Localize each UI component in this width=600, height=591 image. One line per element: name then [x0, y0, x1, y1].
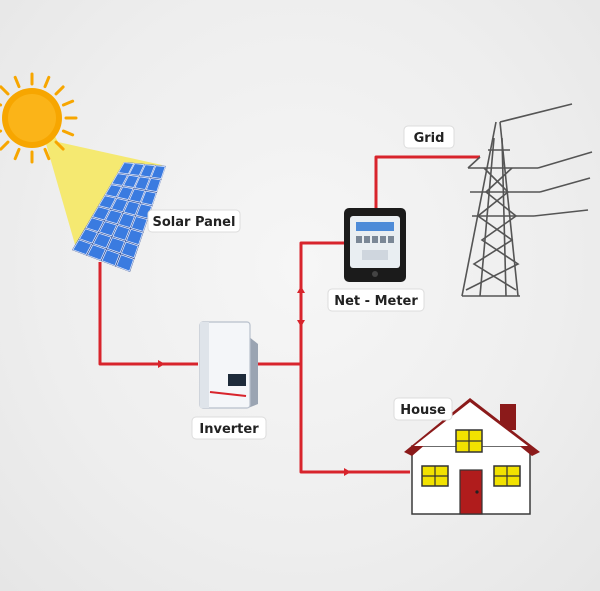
sun-icon — [0, 72, 78, 164]
wire-meter-to-grid — [374, 155, 480, 210]
solar-cell — [150, 165, 166, 179]
wires — [98, 155, 480, 474]
arrow-to-inverter — [158, 360, 165, 368]
solar-cell — [104, 184, 123, 198]
grid-label: Grid — [414, 131, 445, 146]
label-house: House — [393, 397, 453, 421]
solar-cell — [115, 254, 135, 272]
inverter-icon — [199, 321, 258, 409]
solar-cell — [112, 224, 131, 241]
net-meter-icon — [344, 208, 406, 282]
solar-cell — [117, 212, 136, 229]
solar-cell — [117, 162, 135, 175]
solar-cell — [98, 221, 118, 237]
house-label: House — [400, 403, 446, 418]
solar-panel-icon — [72, 162, 166, 272]
flow-arrows — [158, 286, 351, 476]
arrow-to-meter — [297, 286, 305, 293]
solar-cell — [123, 200, 141, 216]
net-meter-label: Net - Meter — [334, 294, 418, 309]
solar-cell — [91, 206, 111, 221]
solar-cell — [92, 232, 112, 249]
solar-cell — [78, 228, 99, 244]
solar-cell — [145, 177, 162, 193]
solar-cell — [130, 216, 148, 232]
solar-cell — [111, 173, 129, 186]
solar-cell — [104, 209, 123, 225]
solar-cell — [120, 241, 139, 259]
solar-cell — [101, 249, 121, 267]
wire-junction-to-house — [299, 364, 410, 474]
solar-cell — [98, 195, 117, 209]
solar-cell — [139, 164, 156, 178]
label-grid: Grid — [403, 125, 455, 149]
solar-cell — [106, 237, 126, 254]
solar-cell — [85, 217, 105, 233]
solar-cell — [125, 228, 144, 246]
wire-panel-to-inverter — [98, 262, 198, 366]
solar-cell — [116, 186, 134, 201]
transmission-tower-icon — [461, 103, 593, 297]
solar-cell — [72, 239, 93, 256]
inverter-label: Inverter — [199, 422, 259, 437]
solar-cell — [128, 188, 146, 203]
arrow-to-house — [344, 468, 351, 476]
solar-panel-label: Solar Panel — [153, 215, 236, 230]
solar-cell — [122, 174, 140, 188]
label-net-meter: Net - Meter — [327, 288, 425, 312]
solar-cell — [128, 163, 145, 176]
house-icon — [404, 398, 540, 515]
sun-beam — [30, 88, 162, 248]
solar-cell — [86, 244, 107, 261]
solar-cell — [110, 197, 129, 213]
solar-cell — [140, 190, 157, 206]
solar-cell — [134, 176, 151, 191]
arrow-from-meter — [297, 320, 305, 327]
label-solar-panel: Solar Panel — [147, 209, 241, 233]
label-inverter: Inverter — [191, 416, 267, 440]
